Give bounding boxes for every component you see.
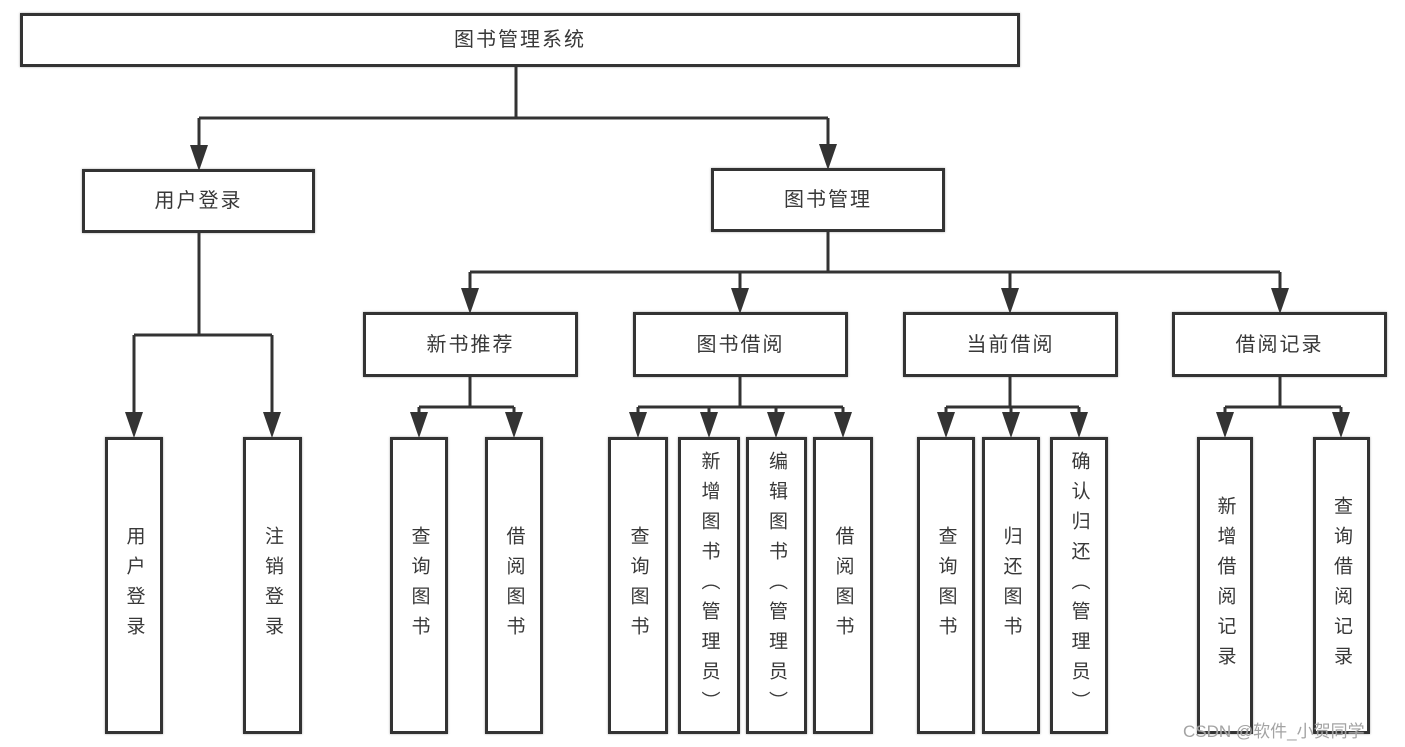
leaf-bb-add-books-admin: 新增图书（管理员）	[678, 437, 740, 734]
leaf-bb-edit-books-admin: 编辑图书（管理员）	[746, 437, 807, 734]
node-library-management-system-label: 图书管理系统	[454, 29, 586, 51]
node-book-borrowing-label: 图书借阅	[696, 333, 785, 356]
leaf-br-add-record: 新增借阅记录	[1197, 437, 1253, 734]
leaf-user-login-label: 用户登录	[123, 525, 145, 646]
leaf-bb-query-books-label: 查询图书	[627, 525, 649, 646]
leaf-bb-query-books: 查询图书	[608, 437, 668, 734]
leaf-nbr-query-books-label: 查询图书	[408, 525, 430, 646]
leaf-br-query-record: 查询借阅记录	[1313, 437, 1370, 734]
leaf-cb-confirm-return-admin-label: 确认归还（管理员）	[1068, 450, 1090, 721]
leaf-logout: 注销登录	[243, 437, 302, 734]
node-borrowing-records-label: 借阅记录	[1235, 333, 1324, 356]
node-user-login-branch: 用户登录	[82, 169, 315, 233]
leaf-br-add-record-label: 新增借阅记录	[1214, 495, 1236, 676]
csdn-watermark: CSDN @软件_小贺同学	[1183, 722, 1365, 741]
node-book-borrowing: 图书借阅	[633, 312, 848, 377]
node-book-management-branch-label: 图书管理	[784, 189, 872, 211]
node-library-management-system: 图书管理系统	[20, 13, 1020, 67]
leaf-bb-borrow-books: 借阅图书	[813, 437, 873, 734]
leaf-bb-add-books-admin-label: 新增图书（管理员）	[698, 450, 720, 721]
leaf-cb-return-books-label: 归还图书	[1000, 525, 1022, 646]
leaf-nbr-query-books: 查询图书	[390, 437, 448, 734]
leaf-bb-borrow-books-label: 借阅图书	[832, 525, 854, 646]
leaf-bb-edit-books-admin-label: 编辑图书（管理员）	[766, 450, 787, 721]
leaf-cb-query-books-label: 查询图书	[935, 525, 957, 646]
node-current-borrowing-label: 当前借阅	[966, 333, 1055, 356]
node-new-book-recommendation: 新书推荐	[363, 312, 578, 377]
leaf-cb-confirm-return-admin: 确认归还（管理员）	[1050, 437, 1108, 734]
node-new-book-recommendation-label: 新书推荐	[426, 333, 515, 356]
leaf-br-query-record-label: 查询借阅记录	[1331, 495, 1352, 676]
node-book-management-branch: 图书管理	[711, 168, 945, 232]
leaf-cb-return-books: 归还图书	[982, 437, 1040, 734]
node-current-borrowing: 当前借阅	[903, 312, 1118, 377]
leaf-user-login: 用户登录	[105, 437, 163, 734]
leaf-nbr-borrow-books: 借阅图书	[485, 437, 543, 734]
node-user-login-branch-label: 用户登录	[154, 190, 243, 212]
node-borrowing-records: 借阅记录	[1172, 312, 1387, 377]
leaf-nbr-borrow-books-label: 借阅图书	[503, 525, 525, 646]
leaf-logout-label: 注销登录	[262, 525, 283, 646]
leaf-cb-query-books: 查询图书	[917, 437, 975, 734]
